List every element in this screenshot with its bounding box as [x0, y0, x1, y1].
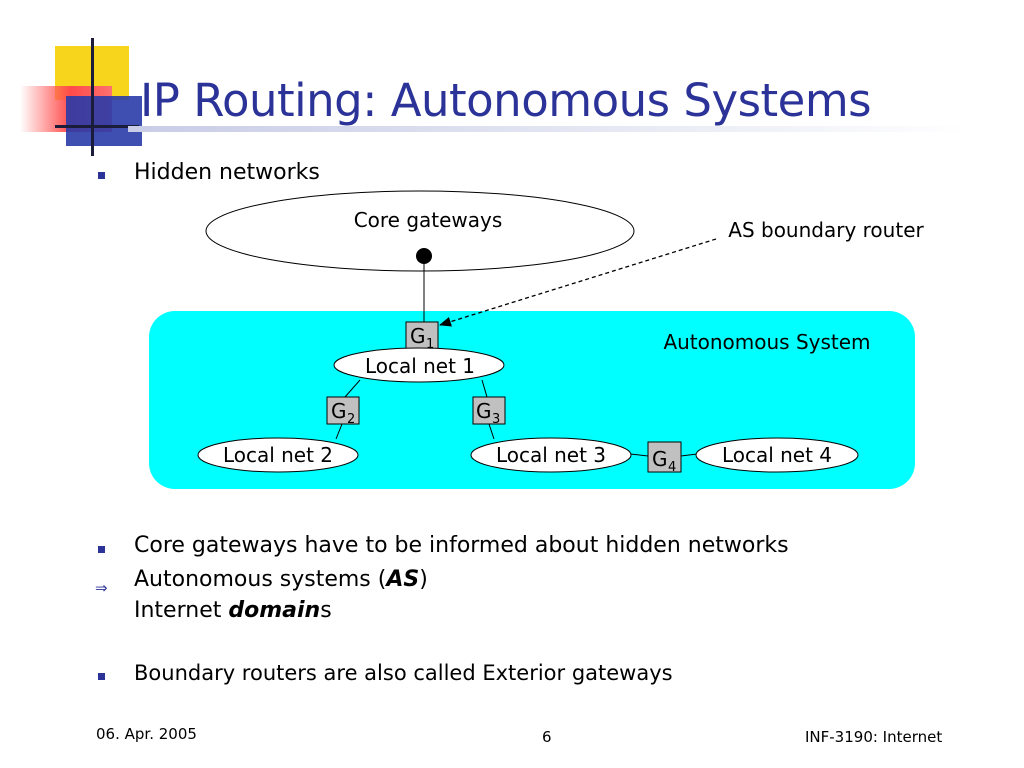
gateway-g2-subscript: 2	[347, 412, 355, 427]
footer-course: INF-3190: Internet	[805, 728, 943, 746]
as-boundary-router-label: AS boundary router	[728, 218, 924, 242]
as-emphasis: AS	[386, 567, 420, 592]
bullet-square-icon	[98, 172, 105, 179]
local-net-4-ellipse	[695, 437, 859, 473]
bullet-boundary-routers: Boundary routers are also called Exterio…	[134, 661, 673, 685]
gateway-g3-letter: G	[476, 399, 492, 423]
as-line-suffix: )	[419, 567, 428, 592]
gateway-g4-subscript: 4	[668, 460, 676, 475]
slide-title: IP Routing: Autonomous Systems	[140, 74, 872, 127]
boundary-router-arrow	[439, 238, 717, 327]
local-net-1-ellipse	[333, 347, 505, 383]
g4-to-net4-line	[680, 453, 698, 457]
core-connection-dot	[416, 248, 432, 264]
domain-prefix: Internet	[134, 598, 229, 623]
local-net-1-label: Local net 1	[365, 354, 475, 378]
gateway-g4-box	[647, 441, 682, 473]
autonomous-system-label: Autonomous System	[663, 330, 870, 354]
as-line-prefix: Autonomous systems (	[134, 567, 387, 592]
gateway-g1-letter: G	[410, 324, 426, 348]
footer-date: 06. Apr. 2005	[96, 725, 197, 743]
logo-horizontal-line	[55, 125, 139, 128]
local-net-4-label: Local net 4	[722, 443, 832, 467]
net3-to-g4-line	[629, 453, 649, 457]
local-net-2-label: Local net 2	[223, 443, 333, 467]
gateway-g1-subscript: 1	[426, 337, 434, 352]
local-net-2-ellipse	[197, 437, 359, 473]
net1-to-g2-line	[344, 379, 361, 398]
gateway-g2-box	[326, 396, 360, 425]
bullet-square-icon	[98, 673, 105, 680]
local-net-3-ellipse	[470, 437, 632, 473]
title-underline	[128, 126, 968, 132]
g2-to-net2-line	[335, 423, 343, 440]
bullet-core-informed: Core gateways have to be informed about …	[134, 533, 789, 558]
gateway-g4-letter: G	[652, 447, 668, 471]
core-gateways-ellipse	[205, 190, 635, 272]
domain-emphasis: domain	[228, 598, 321, 623]
footer-page-number: 6	[542, 728, 552, 746]
bullet-hidden-networks: Hidden networks	[134, 160, 320, 185]
bullet-square-icon	[98, 546, 105, 553]
gateway-g3-box	[472, 396, 506, 425]
domain-suffix: s	[320, 598, 332, 623]
gateway-g3-subscript: 3	[492, 412, 500, 427]
g3-to-net3-line	[488, 423, 495, 440]
local-net-3-label: Local net 3	[496, 443, 606, 467]
gateway-g2-letter: G	[331, 399, 347, 423]
core-gateways-label: Core gateways	[354, 208, 503, 232]
implies-arrow-icon: ⇒	[95, 579, 108, 597]
logo-vertical-line	[91, 38, 94, 156]
net1-to-g3-line	[481, 379, 488, 398]
logo-blue-square	[66, 96, 142, 146]
bullet-internet-domains: Internet domains	[134, 598, 332, 623]
bullet-autonomous-systems: Autonomous systems (AS)	[134, 567, 428, 592]
